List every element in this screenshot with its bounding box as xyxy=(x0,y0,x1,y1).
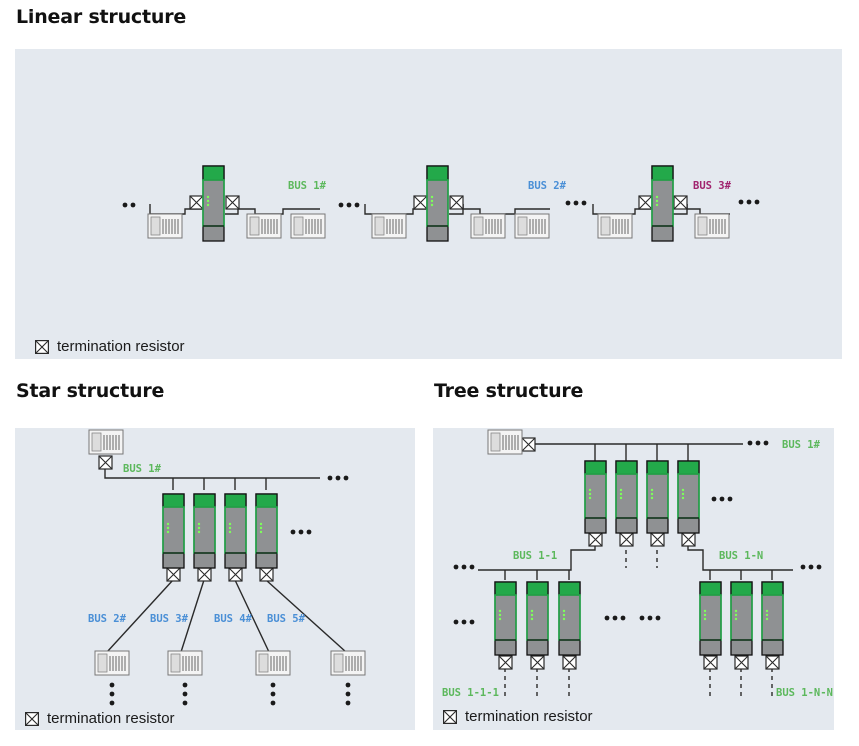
termination-resistor-icon xyxy=(521,437,536,452)
tree-structure-panel: BUS 1# BUS 1-1 BUS 1-N BUS 1-1-1 BUS 1-N… xyxy=(433,428,834,730)
bus-module-icon xyxy=(761,581,784,656)
star-continuation-dots xyxy=(109,475,351,706)
termination-resistor-icon xyxy=(530,655,545,670)
tree-bus-1-n-label: BUS 1-N xyxy=(719,550,763,562)
bus-module-icon xyxy=(526,581,549,656)
linear-continuation-dots xyxy=(122,199,760,208)
termination-resistor-icon xyxy=(638,195,653,210)
termination-resistor-icon xyxy=(588,532,603,547)
star-bus-4-label: BUS 4# xyxy=(214,613,253,625)
plc-device-icon xyxy=(330,650,366,676)
termination-resistor-icon xyxy=(98,455,113,470)
bus-module-icon xyxy=(426,165,449,242)
bus-module-icon xyxy=(162,493,185,569)
plc-device-icon xyxy=(597,213,633,239)
star-modules xyxy=(162,493,278,569)
bus-module-icon xyxy=(699,581,722,656)
termination-resistor-icon xyxy=(35,339,49,354)
termination-resistor-icon xyxy=(650,532,665,547)
star-resistors xyxy=(98,455,274,582)
plc-device-icon xyxy=(246,213,282,239)
plc-device-icon xyxy=(255,650,291,676)
tree-bus-1-n-n-label: BUS 1-N-N xyxy=(776,687,833,699)
linear-bus-1-label: BUS 1# xyxy=(288,180,327,192)
termination-resistor-icon xyxy=(765,655,780,670)
termination-resistor-icon xyxy=(443,709,457,724)
bus-module-icon xyxy=(730,581,753,656)
tree-modules xyxy=(494,460,784,656)
plc-device-icon xyxy=(371,213,407,239)
legend-text: termination resistor xyxy=(47,710,175,727)
plc-device-icon xyxy=(514,213,550,239)
termination-resistor-icon xyxy=(673,195,688,210)
plc-device-icon xyxy=(94,650,130,676)
star-bus-5-label: BUS 5# xyxy=(267,613,306,625)
tree-bus-1-1-label: BUS 1-1 xyxy=(513,550,557,562)
linear-legend: termination resistor xyxy=(35,338,185,355)
bus-module-icon xyxy=(646,460,669,534)
star-structure-title: Star structure xyxy=(16,380,165,402)
tree-dashed-drops xyxy=(504,550,773,698)
tree-bus-1-1-1-label: BUS 1-1-1 xyxy=(442,687,499,699)
tree-legend: termination resistor xyxy=(443,708,593,725)
legend-text: termination resistor xyxy=(57,338,185,355)
linear-resistors xyxy=(189,195,688,210)
plc-device-icon xyxy=(470,213,506,239)
star-legend: termination resistor xyxy=(25,710,175,727)
termination-resistor-icon xyxy=(681,532,696,547)
star-devices xyxy=(88,429,366,676)
linear-structure-title: Linear structure xyxy=(16,6,187,28)
plc-device-icon xyxy=(290,213,326,239)
tree-bus-1-label: BUS 1# xyxy=(782,439,821,451)
plc-device-icon xyxy=(147,213,183,239)
star-bus-2-label: BUS 2# xyxy=(88,613,127,625)
bus-module-icon xyxy=(558,581,581,656)
bus-module-icon xyxy=(677,460,700,534)
star-structure-panel: BUS 1# BUS 2# BUS 3# BUS 4# BUS 5# termi… xyxy=(15,428,415,730)
termination-resistor-icon xyxy=(562,655,577,670)
bus-module-icon xyxy=(584,460,607,534)
star-bus-3-label: BUS 3# xyxy=(150,613,189,625)
linear-modules xyxy=(202,165,674,242)
legend-text: termination resistor xyxy=(465,708,593,725)
tree-structure-diagram: BUS 1# BUS 1-1 BUS 1-N BUS 1-1-1 BUS 1-N… xyxy=(442,429,833,699)
linear-structure-panel: BUS 1# BUS 2# BUS 3# termination resisto… xyxy=(15,49,842,359)
linear-bus-3-label: BUS 3# xyxy=(693,180,732,192)
linear-structure-diagram: BUS 1# BUS 2# BUS 3# xyxy=(122,165,760,242)
bus-module-icon xyxy=(193,493,216,569)
termination-resistor-icon xyxy=(197,567,212,582)
linear-bus-2-label: BUS 2# xyxy=(528,180,567,192)
plc-device-icon xyxy=(167,650,203,676)
termination-resistor-icon xyxy=(189,195,204,210)
tree-structure-title: Tree structure xyxy=(434,380,584,402)
termination-resistor-icon xyxy=(166,567,181,582)
termination-resistor-icon xyxy=(259,567,274,582)
plc-device-icon xyxy=(88,429,124,455)
termination-resistor-icon xyxy=(619,532,634,547)
termination-resistor-icon xyxy=(225,195,240,210)
termination-resistor-icon xyxy=(25,711,39,726)
bus-module-icon xyxy=(255,493,278,569)
termination-resistor-icon xyxy=(449,195,464,210)
termination-resistor-icon xyxy=(498,655,513,670)
termination-resistor-icon xyxy=(703,655,718,670)
termination-resistor-icon xyxy=(413,195,428,210)
termination-resistor-icon xyxy=(228,567,243,582)
bus-module-icon xyxy=(651,165,674,242)
linear-devices xyxy=(147,213,730,239)
star-bus-1-label: BUS 1# xyxy=(123,463,162,475)
bus-module-icon xyxy=(494,581,517,656)
termination-resistor-icon xyxy=(734,655,749,670)
bus-module-icon xyxy=(202,165,225,242)
bus-module-icon xyxy=(615,460,638,534)
tree-continuation-dots xyxy=(453,440,822,625)
bus-module-icon xyxy=(224,493,247,569)
star-structure-diagram: BUS 1# BUS 2# BUS 3# BUS 4# BUS 5# xyxy=(88,429,366,706)
plc-device-icon xyxy=(694,213,730,239)
plc-device-icon xyxy=(487,429,523,455)
